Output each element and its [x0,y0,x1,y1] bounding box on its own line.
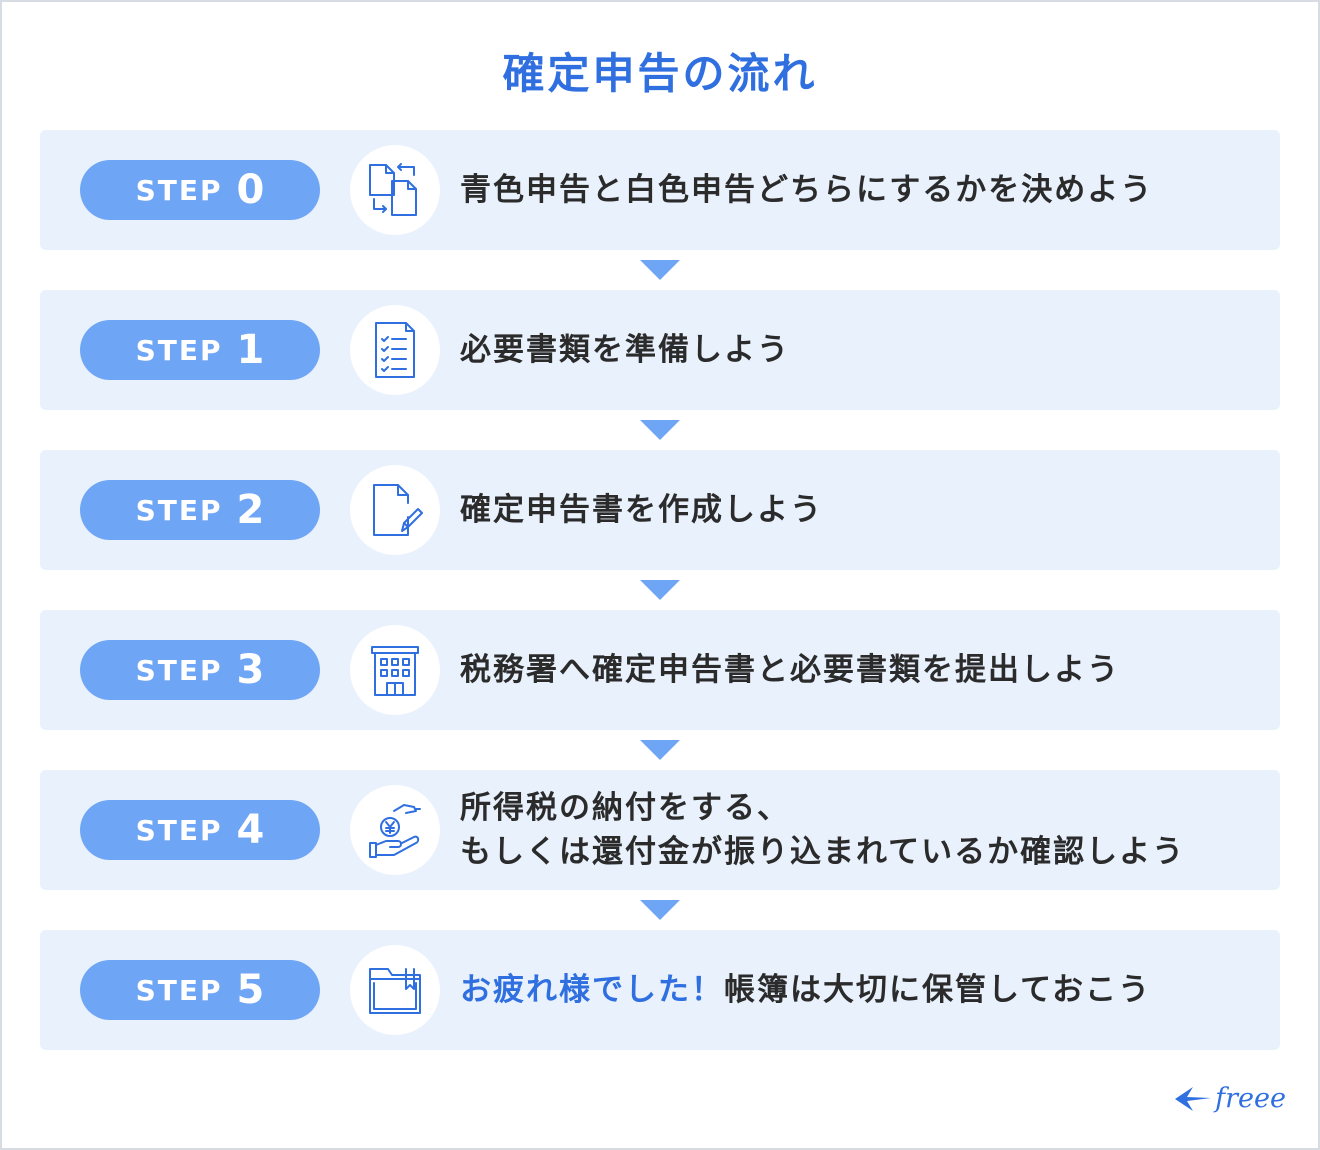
step-number: 2 [236,487,265,533]
bird-icon [1175,1086,1212,1111]
step-0-badge: STEP 0 [80,160,320,220]
flow-arrow-down [640,260,680,280]
flow-arrow-down [640,580,680,600]
step-2-text: 確定申告書を作成しよう [460,450,1260,570]
step-3-badge: STEP 3 [80,640,320,700]
folder-icon [350,945,440,1035]
step-0-text: 青色申告と白色申告どちらにするかを決めよう [460,130,1260,250]
step-label: STEP [135,333,223,367]
step-text-line: 必要書類を準備しよう [460,332,790,368]
step-5-card: STEP 5 お疲れ様でした！帳簿は大切に保管しておこう [40,930,1280,1050]
step-3-text: 税務署へ確定申告書と必要書類を提出しよう [460,610,1260,730]
step-text-line: お疲れ様でした！帳簿は大切に保管しておこう [460,968,1260,1012]
checklist-document-icon [350,305,440,395]
step-number: 3 [236,647,265,693]
step-4-text: 所得税の納付をする、 もしくは還付金が振り込まれているか確認しよう [460,770,1260,890]
step-1-badge: STEP 1 [80,320,320,380]
flow-arrow-down [640,740,680,760]
step-text-line: 所得税の納付をする、 [460,790,790,826]
flow-arrow-down [640,900,680,920]
step-label: STEP [135,813,223,847]
step-number: 4 [236,807,265,853]
step-2-badge: STEP 2 [80,480,320,540]
step-4-badge: STEP 4 [80,800,320,860]
yen-coin-hand-icon [350,785,440,875]
step-text-line: もしくは還付金が振り込まれているか確認しよう [460,834,1186,870]
step-label: STEP [135,653,223,687]
step-text-rest: 帳簿は大切に保管しておこう [724,972,1152,1008]
step-5-badge: STEP 5 [80,960,320,1020]
accent-text: お疲れ様でした！ [460,972,724,1008]
step-number: 1 [236,327,265,373]
step-4-card: STEP 4 所得税の納付をする、 もしくは還付金が振り込まれているか確認しよう [40,770,1280,890]
logo-text: freee [1215,1083,1286,1114]
flow-arrow-down [640,420,680,440]
step-text-line: 青色申告と白色申告どちらにするかを決めよう [460,172,1154,208]
step-5-text: お疲れ様でした！帳簿は大切に保管しておこう [460,930,1260,1050]
document-swap-icon [350,145,440,235]
step-text-line: 税務署へ確定申告書と必要書類を提出しよう [460,652,1120,688]
brand-logo: freee [1173,1083,1286,1114]
step-1-text: 必要書類を準備しよう [460,290,1260,410]
step-label: STEP [135,493,223,527]
step-2-card: STEP 2 確定申告書を作成しよう [40,450,1280,570]
step-label: STEP [135,973,223,1007]
document-pencil-icon [350,465,440,555]
step-number: 5 [236,967,265,1013]
step-text-line: 確定申告書を作成しよう [460,492,823,528]
step-1-card: STEP 1 必要書類を準備しよう [40,290,1280,410]
step-number: 0 [236,167,265,213]
office-building-icon [350,625,440,715]
step-0-card: STEP 0 青色申告と白色申告どちらにするかを決めよう [40,130,1280,250]
step-label: STEP [135,173,223,207]
diagram-title: 確定申告の流れ [502,49,818,98]
step-3-card: STEP 3 税務署へ確定申告書と必要書類を提出しよう [40,610,1280,730]
